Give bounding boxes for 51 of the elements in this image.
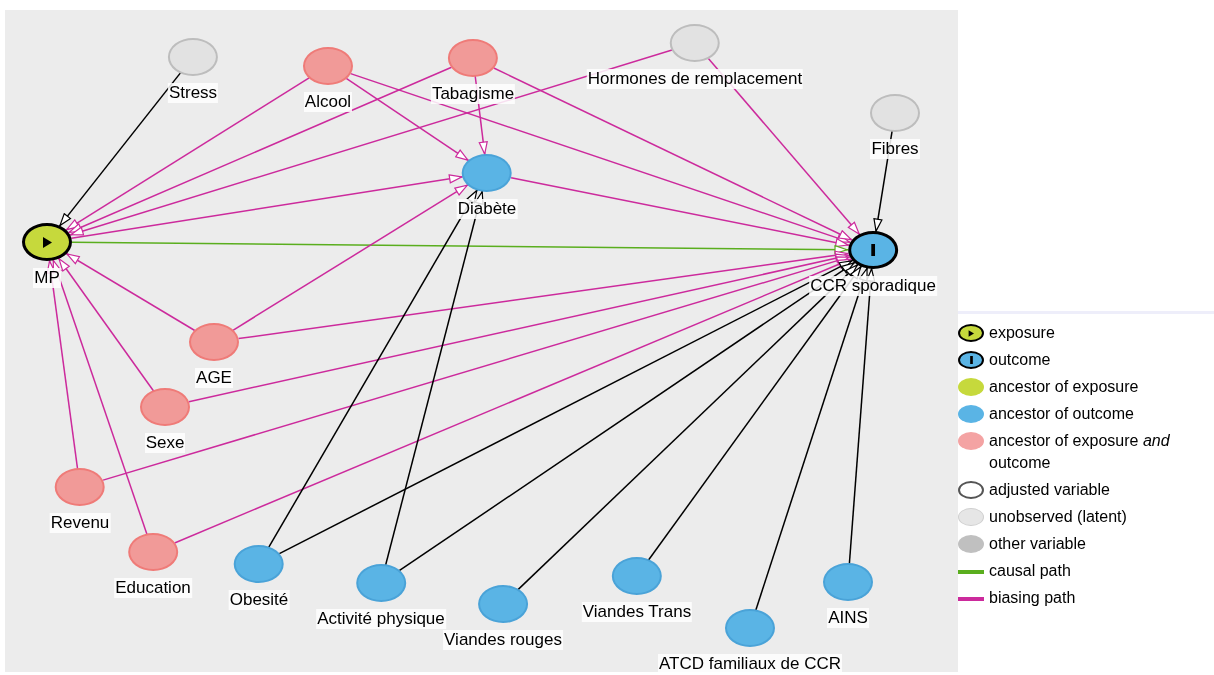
variable-label: Diabète: [456, 199, 518, 219]
variable-label: AINS: [827, 608, 869, 628]
arrow: [69, 49, 673, 236]
arrow: [70, 174, 464, 239]
variable-label: Viandes Trans: [581, 602, 693, 622]
variable-label: Obesité: [228, 590, 290, 610]
arrow: [349, 72, 852, 244]
variable-label: CCR sporadique: [809, 276, 937, 296]
variable-label: ATCD familiaux de CCR: [658, 654, 842, 674]
variable-label: Alcool: [303, 92, 353, 112]
legend-text: ancestor of exposure: [989, 377, 1139, 397]
variable-label: Viandes rouges: [443, 630, 563, 650]
variable-label: Stress: [167, 83, 219, 103]
arrow: [237, 250, 850, 340]
arrow: [67, 66, 453, 234]
variable-label: AGE: [195, 368, 233, 388]
arrow: [65, 252, 196, 332]
arrow: [232, 184, 469, 331]
arrow: [71, 241, 849, 255]
arrow: [65, 77, 310, 231]
arrow: [102, 256, 851, 481]
arrow: [647, 265, 863, 561]
arrow: [278, 259, 854, 555]
variable-label: Activité physique: [316, 609, 446, 629]
arrow: [46, 259, 79, 470]
legend-text: exposure: [989, 323, 1055, 343]
legend-text: other variable: [989, 534, 1086, 554]
legend-text: ancestor of outcome: [989, 404, 1134, 424]
arrow: [707, 57, 861, 236]
variable-label: Hormones de remplacement: [586, 69, 804, 89]
variable-label: MP: [33, 268, 61, 288]
arrow: [493, 67, 853, 241]
legend-text: causal path: [989, 561, 1071, 581]
arrow: [517, 263, 859, 591]
variable-label: Sexe: [144, 433, 186, 453]
arrow: [173, 258, 853, 544]
variable-label: Tabagisme: [430, 84, 516, 104]
legend-text: unobserved (latent): [989, 507, 1127, 527]
variable-label: Revenu: [49, 513, 111, 533]
arrow: [848, 267, 876, 565]
legend-text: adjusted variable: [989, 480, 1110, 500]
legend-text: outcome: [989, 350, 1051, 370]
arrow: [384, 189, 484, 567]
arrow: [188, 253, 850, 403]
arrow: [345, 77, 470, 162]
variable-label: Fibres: [870, 139, 920, 159]
variable-label: Education: [114, 578, 192, 598]
arrow: [398, 261, 856, 572]
arrow: [510, 177, 850, 248]
legend-text: biasing path: [989, 588, 1076, 608]
arrow: [57, 257, 155, 392]
